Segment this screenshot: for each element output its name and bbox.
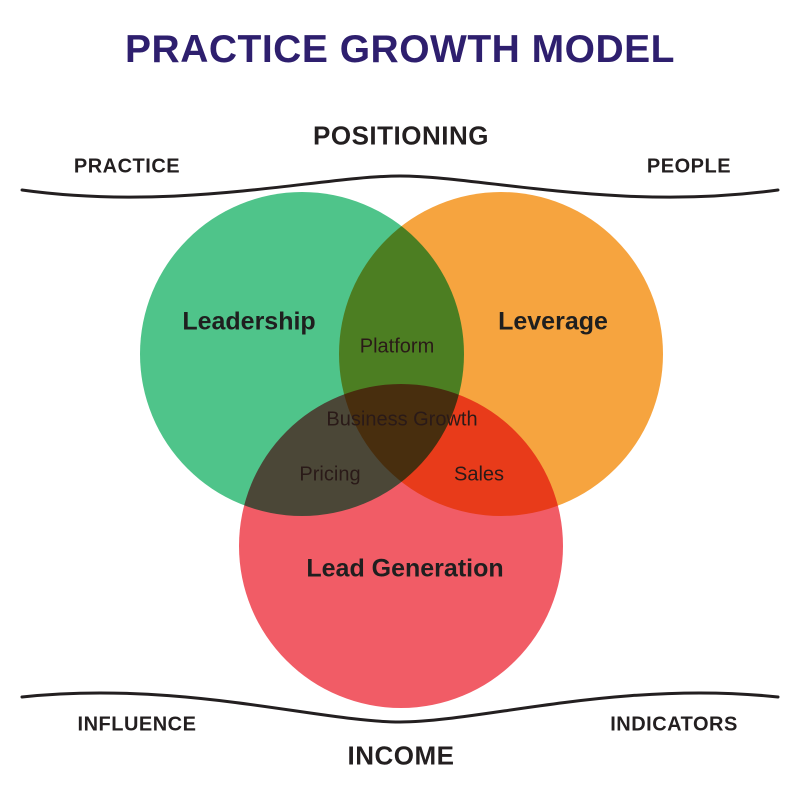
indicators-label: INDICATORS bbox=[610, 713, 738, 736]
practice-label: PRACTICE bbox=[73, 155, 181, 178]
bottom-band-line bbox=[20, 691, 780, 724]
lead-generation-label: Lead Generation bbox=[306, 554, 504, 583]
business-growth-label: Business Growth bbox=[326, 408, 478, 431]
leadership-label: Leadership bbox=[182, 307, 316, 336]
leverage-label: Leverage bbox=[498, 307, 608, 336]
pricing-label: Pricing bbox=[299, 463, 361, 486]
lead-generation-circle bbox=[239, 384, 563, 708]
people-label: PEOPLE bbox=[646, 155, 732, 178]
diagram-title: PRACTICE GROWTH MODEL bbox=[125, 28, 675, 71]
top-band-line bbox=[20, 174, 780, 199]
influence-label: INFLUENCE bbox=[77, 713, 197, 736]
platform-label: Platform bbox=[359, 335, 435, 358]
sales-label: Sales bbox=[453, 463, 505, 486]
income-label: INCOME bbox=[347, 740, 455, 771]
positioning-label: POSITIONING bbox=[313, 120, 489, 151]
